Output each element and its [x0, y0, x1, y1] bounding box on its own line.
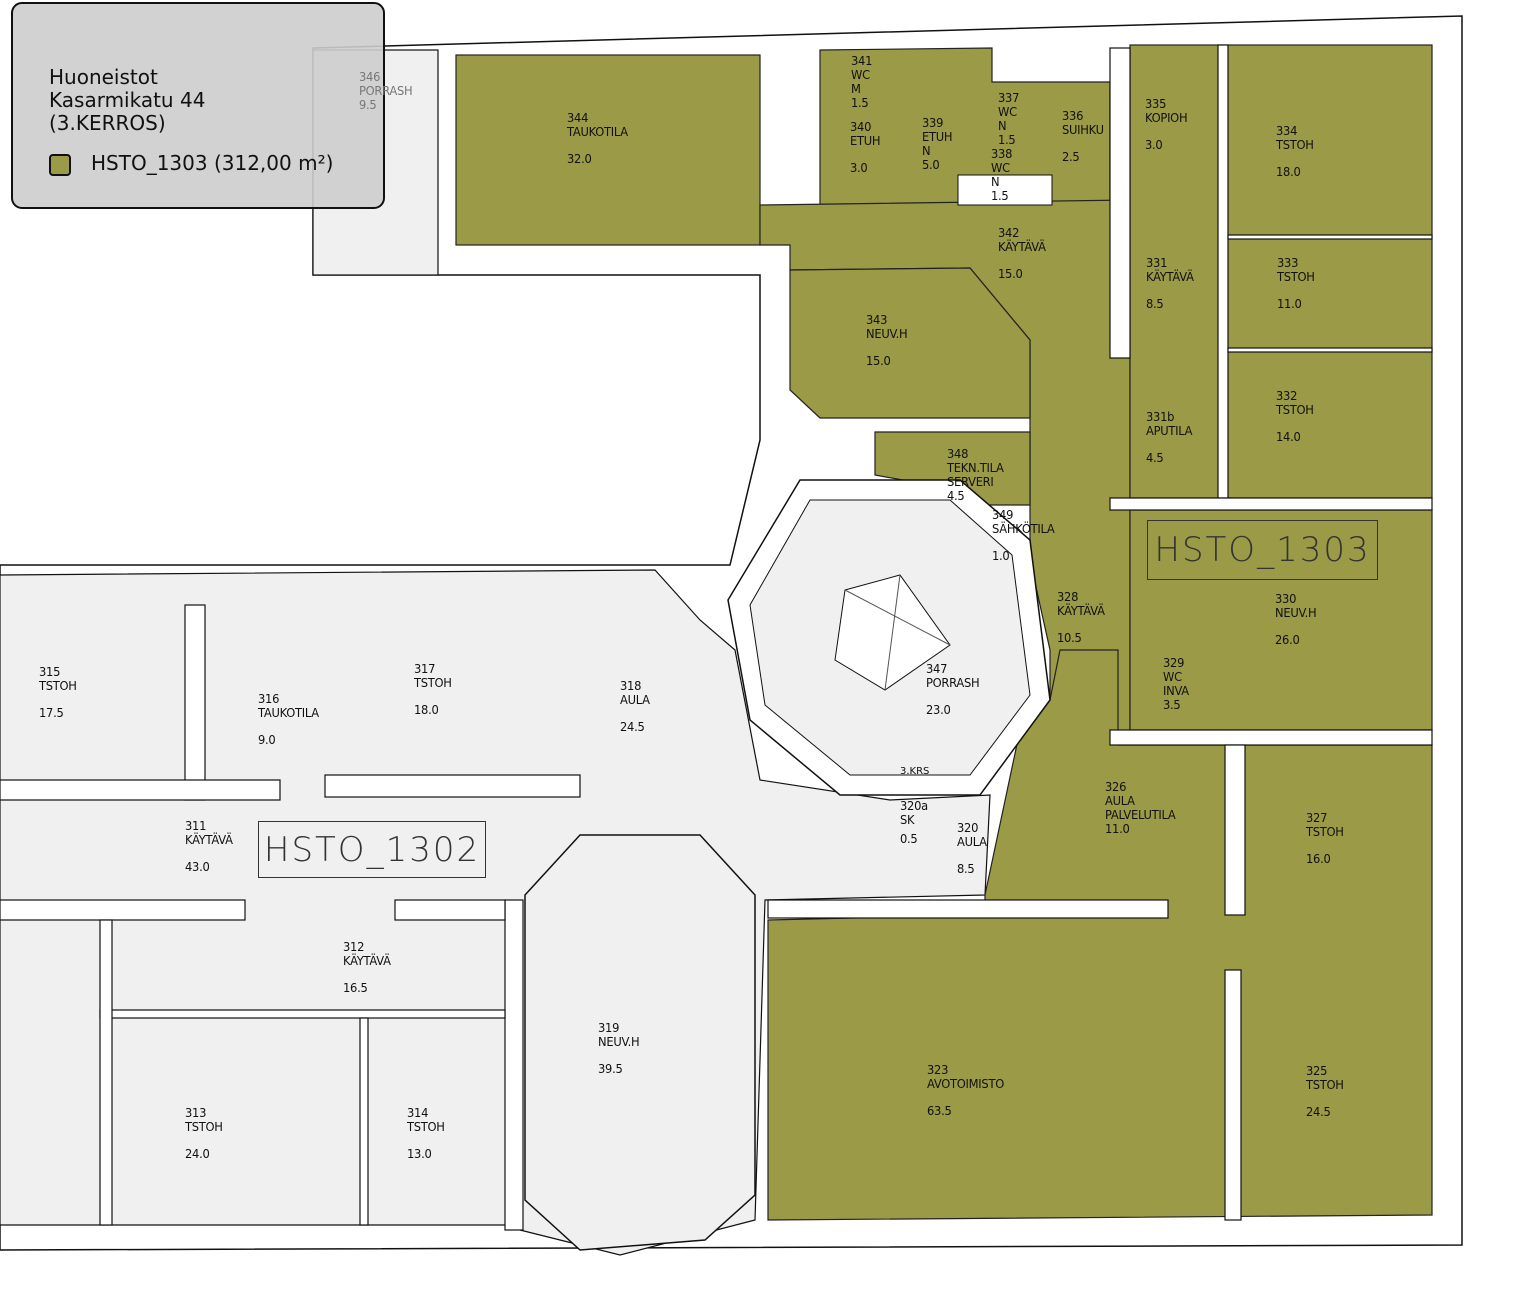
wall — [1227, 234, 1433, 240]
elevator-cross — [884, 574, 901, 691]
room-label: 320a SK 0.5 — [900, 798, 928, 846]
wall — [1227, 347, 1433, 353]
legend-item-label: HSTO_1303 (312,00 m²) — [91, 151, 334, 175]
shaft — [957, 174, 1053, 206]
wall — [1109, 729, 1433, 746]
wall — [184, 604, 206, 801]
walls — [0, 44, 1433, 1231]
room-label: 329 WC INVA 3.5 — [1163, 655, 1189, 712]
wall — [0, 779, 281, 801]
wall — [1224, 969, 1242, 1221]
room-343-fill — [789, 267, 1031, 419]
wall — [504, 899, 524, 1231]
stair-floor-label: 3.KRS — [900, 766, 930, 777]
room-344-fill — [455, 54, 761, 246]
zone-label-hsto-1302: HSTO_1302 — [258, 821, 486, 878]
wall — [324, 774, 581, 798]
wall — [99, 1009, 506, 1019]
room-label: 346 PORRASH 9.5 — [359, 69, 413, 112]
room-label: 326 AULA PALVELUTILA 11.0 — [1105, 779, 1176, 836]
hsto-1303-area — [455, 44, 1433, 1221]
room-label: 348 TEKN.TILA SERVERI 4.5 — [947, 446, 1004, 503]
wall — [99, 919, 113, 1226]
room-label: 338 WC N 1.5 — [991, 146, 1013, 203]
legend-panel: Huoneistot Kasarmikatu 44 (3.KERROS) HST… — [11, 2, 385, 209]
room-label: 339 ETUH N 5.0 — [922, 115, 953, 172]
wall — [1109, 47, 1131, 359]
zone-label-hsto-1303: HSTO_1303 — [1147, 520, 1378, 580]
wall — [1224, 744, 1246, 916]
legend-swatch — [49, 154, 71, 176]
room-319-outline — [524, 834, 756, 1251]
elevator-cross — [844, 589, 951, 646]
legend-title: Huoneistot Kasarmikatu 44 (3.KERROS) — [49, 65, 206, 135]
room-label: 337 WC N 1.5 — [998, 90, 1020, 147]
wall — [1217, 44, 1229, 499]
wall — [767, 899, 1169, 919]
wall — [0, 899, 246, 921]
wall — [394, 899, 506, 921]
wall — [1109, 497, 1433, 511]
east-rooms-fill — [1129, 44, 1433, 499]
room-label: 341 WC M 1.5 — [851, 53, 873, 110]
wall — [359, 1017, 369, 1226]
room-330-fill — [1129, 509, 1433, 731]
